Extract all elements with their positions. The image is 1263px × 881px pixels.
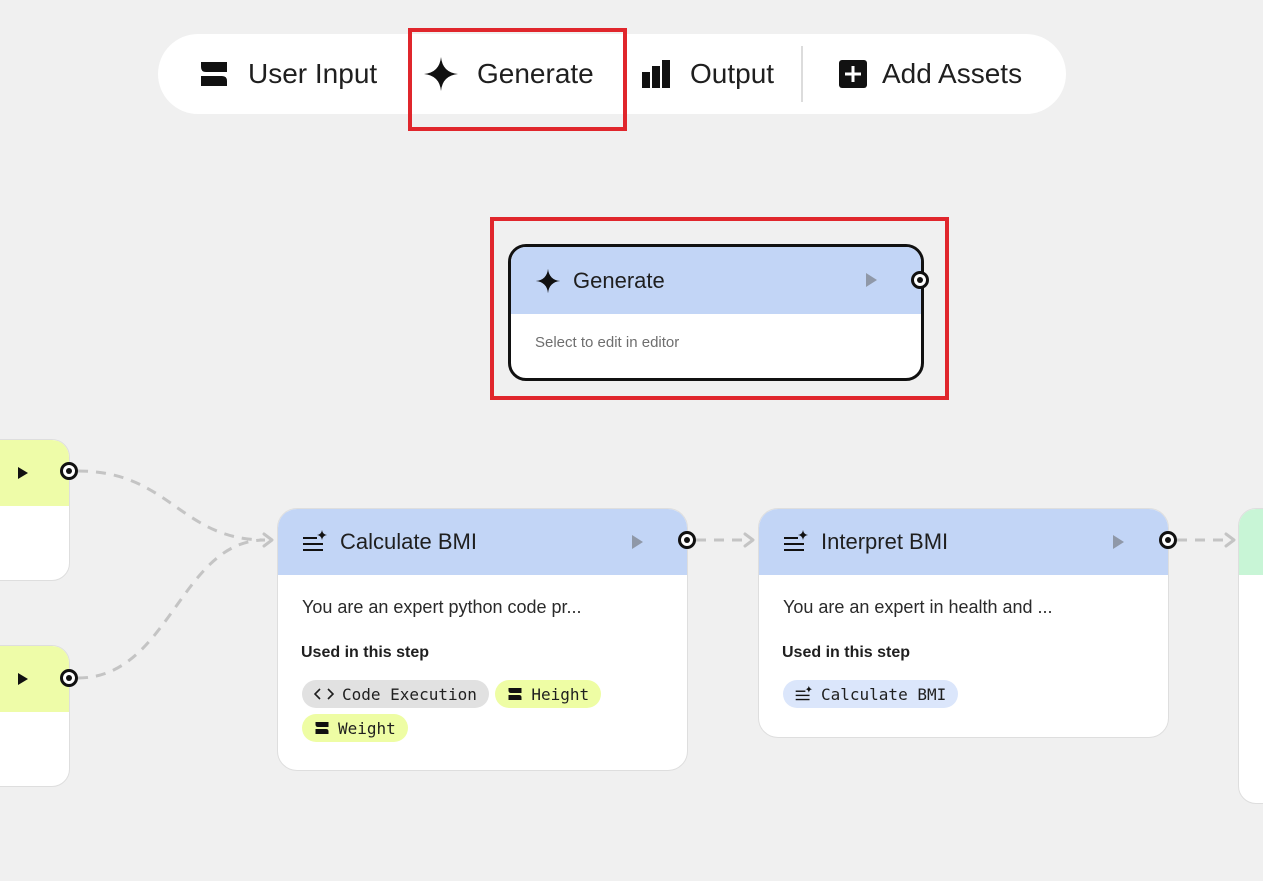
generate-node-subtitle: Select to edit in editor bbox=[535, 334, 680, 351]
run-step-icon[interactable] bbox=[632, 535, 643, 549]
input-node-weight[interactable] bbox=[0, 645, 70, 787]
toolbar-add-assets-button[interactable]: Add Assets bbox=[838, 34, 1022, 114]
input-node-height[interactable] bbox=[0, 439, 70, 581]
toolbar-user-input-label: User Input bbox=[248, 58, 378, 89]
calculate-bmi-title: Calculate BMI bbox=[340, 529, 477, 554]
run-step-icon[interactable] bbox=[18, 673, 28, 685]
sparkle-icon bbox=[423, 56, 459, 92]
edge-height-to-calculate bbox=[77, 469, 266, 542]
user-input-icon bbox=[314, 720, 330, 736]
chip-label: Weight bbox=[338, 718, 396, 738]
toolbar-output-button[interactable]: Output bbox=[640, 34, 774, 114]
calculate-bmi-prompt: You are an expert python code pr... bbox=[302, 597, 582, 617]
user-input-icon bbox=[507, 686, 523, 702]
toolbar-divider bbox=[801, 46, 803, 102]
asset-chips: Code Execution Height Weight bbox=[302, 680, 632, 748]
output-node-header bbox=[1239, 509, 1263, 575]
sparkle-icon bbox=[535, 268, 561, 294]
run-step-icon[interactable] bbox=[1113, 535, 1124, 549]
chip-code-execution[interactable]: Code Execution bbox=[302, 680, 489, 708]
input-node-weight-output-port[interactable] bbox=[60, 669, 78, 687]
calculate-bmi-output-port[interactable] bbox=[678, 531, 696, 549]
output-node[interactable] bbox=[1238, 508, 1263, 804]
generate-node-output-port[interactable] bbox=[911, 271, 929, 289]
new-generate-node[interactable]: Generate Select to edit in editor bbox=[508, 244, 924, 381]
chip-weight[interactable]: Weight bbox=[302, 714, 408, 742]
run-step-icon[interactable] bbox=[18, 467, 28, 479]
generate-text-icon bbox=[302, 529, 328, 555]
add-box-icon bbox=[838, 59, 868, 89]
run-step-icon[interactable] bbox=[866, 273, 877, 287]
input-node-header bbox=[0, 646, 69, 712]
used-in-step-label: Used in this step bbox=[301, 644, 430, 661]
toolbar-generate-label: Generate bbox=[477, 58, 594, 89]
toolbar-add-assets-label: Add Assets bbox=[882, 58, 1023, 89]
arrowhead-output bbox=[1224, 532, 1236, 548]
interpret-bmi-node[interactable]: Interpret BMI You are an expert in healt… bbox=[758, 508, 1169, 738]
generate-text-icon bbox=[783, 529, 809, 555]
interpret-bmi-title: Interpret BMI bbox=[821, 529, 949, 554]
toolbar-user-input-button[interactable]: User Input bbox=[198, 34, 377, 114]
toolbar-generate-button[interactable]: Generate bbox=[423, 34, 594, 114]
calculate-bmi-header[interactable]: Calculate BMI bbox=[278, 509, 687, 575]
generate-text-icon bbox=[795, 685, 813, 703]
edge-weight-to-calculate bbox=[77, 538, 266, 680]
input-node-header bbox=[0, 440, 69, 506]
interpret-bmi-output-port[interactable] bbox=[1159, 531, 1177, 549]
top-toolbar: User Input Generate Output A bbox=[158, 34, 1066, 114]
asset-chips: Calculate BMI bbox=[783, 680, 1113, 714]
interpret-bmi-header[interactable]: Interpret BMI bbox=[759, 509, 1168, 575]
highlight-toolbar-generate bbox=[408, 28, 627, 131]
chip-label: Code Execution bbox=[342, 684, 477, 704]
calculate-bmi-node[interactable]: Calculate BMI You are an expert python c… bbox=[277, 508, 688, 771]
chip-calculate-bmi[interactable]: Calculate BMI bbox=[783, 680, 959, 708]
user-input-icon bbox=[198, 58, 230, 90]
arrowhead-interpret bbox=[743, 532, 755, 548]
generate-node-title: Generate bbox=[573, 267, 665, 293]
output-chart-icon bbox=[640, 58, 672, 90]
generate-node-header[interactable]: Generate bbox=[511, 247, 921, 314]
code-icon bbox=[314, 687, 334, 701]
chip-height[interactable]: Height bbox=[495, 680, 602, 708]
chip-label: Calculate BMI bbox=[821, 684, 947, 704]
input-node-height-output-port[interactable] bbox=[60, 462, 78, 480]
chip-label: Height bbox=[531, 684, 590, 704]
used-in-step-label: Used in this step bbox=[782, 644, 911, 661]
arrowhead-calculate bbox=[262, 532, 274, 548]
interpret-bmi-prompt: You are an expert in health and ... bbox=[783, 597, 1053, 617]
toolbar-output-label: Output bbox=[690, 58, 775, 89]
highlight-generate-node bbox=[490, 217, 949, 400]
